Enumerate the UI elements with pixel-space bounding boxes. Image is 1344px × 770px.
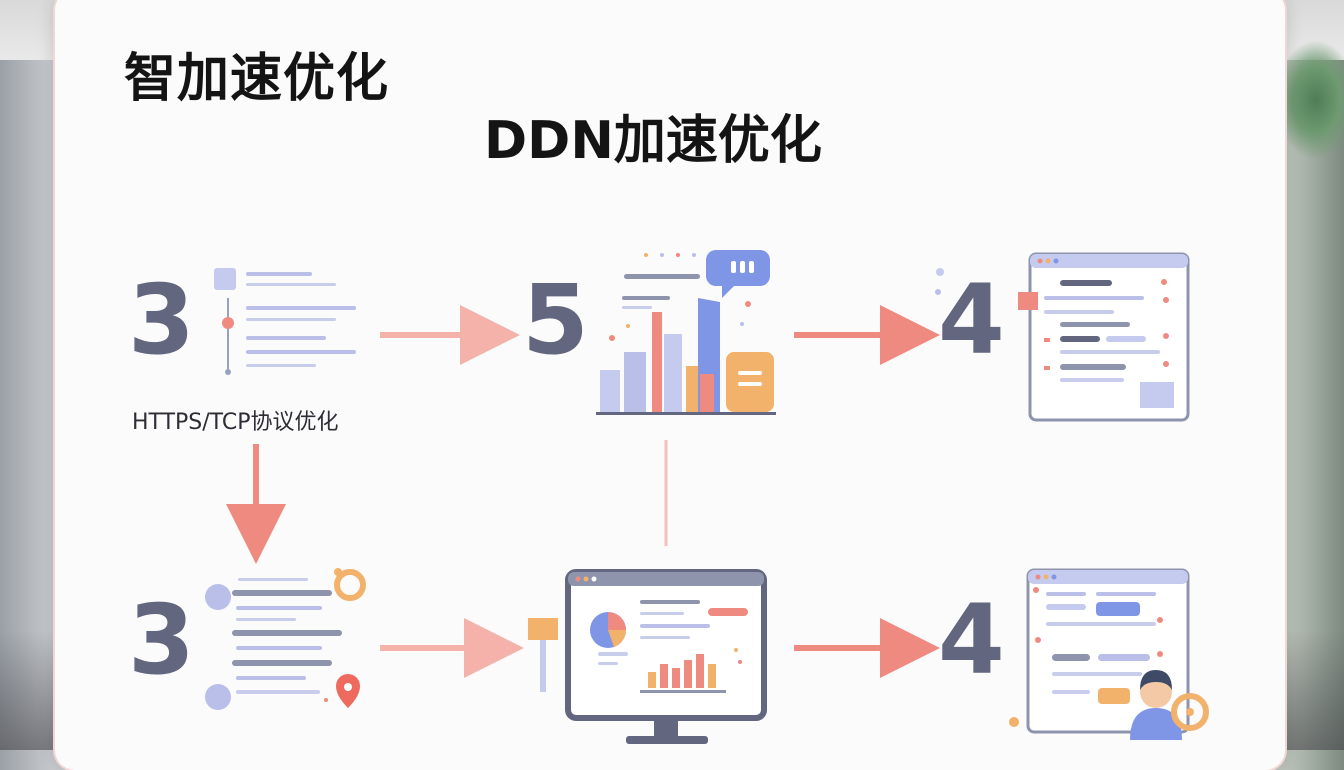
user-avatar-icon bbox=[1130, 670, 1209, 740]
step-number-bottom-left: 3 bbox=[128, 584, 195, 696]
page-title: 智加速优化 bbox=[124, 49, 390, 109]
browser-user-icon bbox=[1009, 568, 1190, 734]
step-number-top-right: 4 bbox=[938, 264, 1005, 376]
step-number-top-middle: 5 bbox=[522, 264, 589, 376]
document-list-icon bbox=[214, 268, 356, 375]
plant-decoration bbox=[1274, 40, 1344, 160]
browser-window-icon bbox=[935, 252, 1190, 422]
bar-chart-icon bbox=[596, 253, 776, 415]
step-number-top-left: 3 bbox=[128, 264, 195, 376]
step-number-bottom-right: 4 bbox=[938, 584, 1005, 696]
page-subtitle: DDN加速优化 bbox=[484, 111, 822, 171]
step-caption-top-left: HTTPS/TCP协议优化 bbox=[132, 410, 339, 435]
diagram-canvas bbox=[205, 250, 1209, 744]
monitor-dashboard-icon bbox=[528, 569, 767, 744]
chat-bubble-icon bbox=[706, 250, 770, 298]
settings-list-icon bbox=[205, 568, 366, 710]
